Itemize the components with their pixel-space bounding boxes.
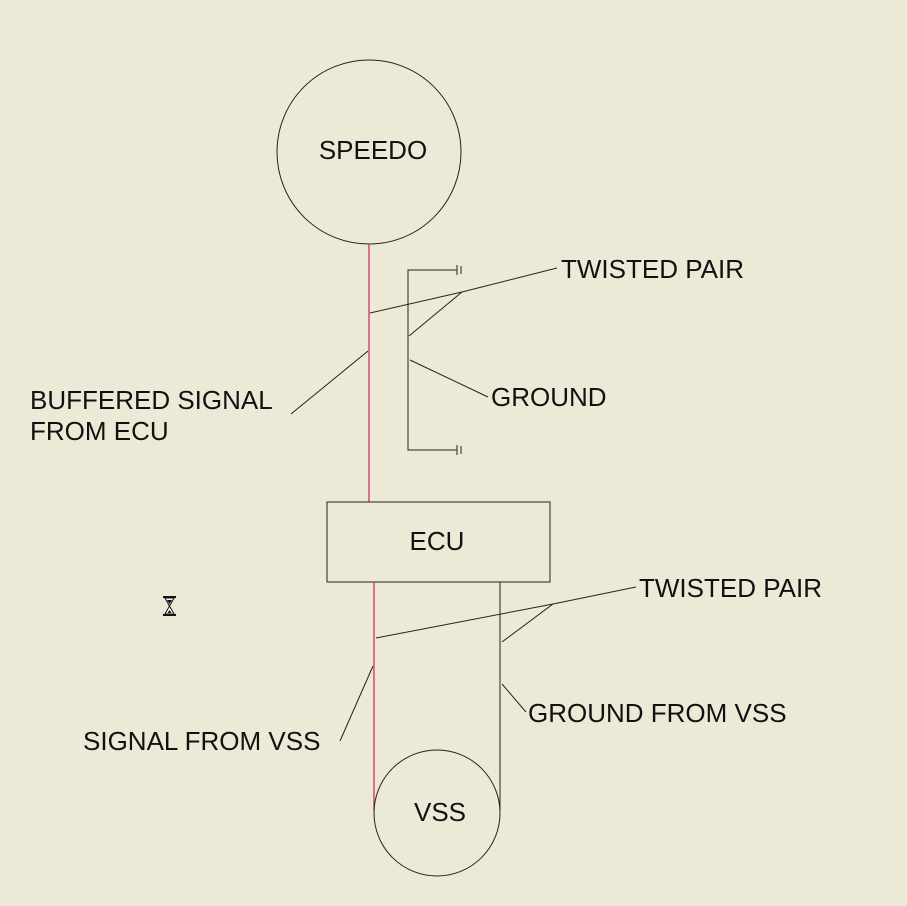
ground-symbol-bottom <box>456 445 462 455</box>
buffered-signal-label-line1: BUFFERED SIGNAL <box>30 385 273 415</box>
ground-from-vss-leader <box>501 683 527 713</box>
twisted-pair-bottom-leader-ground <box>501 603 554 643</box>
speedo-label: SPEEDO <box>319 135 427 165</box>
top-ground-wire <box>407 265 462 455</box>
ecu-box <box>326 501 551 583</box>
buffered-signal-leader <box>290 350 369 415</box>
bottom-leaders <box>339 586 637 742</box>
twisted-pair-top-leader-signal <box>369 267 558 314</box>
twisted-pair-top-label: TWISTED PAIR <box>561 254 744 284</box>
hourglass-icon <box>163 596 176 616</box>
vss-circle <box>373 749 501 877</box>
twisted-pair-bottom-leader-signal <box>375 586 637 639</box>
ecu-label: ECU <box>410 526 465 556</box>
signal-from-vss-label: SIGNAL FROM VSS <box>83 726 320 756</box>
vss-label: VSS <box>414 797 466 827</box>
speedo-node: SPEEDO <box>276 59 462 245</box>
ground-symbol-top <box>456 265 462 275</box>
ground-from-vss-label: GROUND FROM VSS <box>528 698 787 728</box>
signal-from-vss-leader <box>339 665 374 742</box>
ecu-node: ECU <box>326 501 551 583</box>
vss-node: VSS <box>373 749 501 877</box>
twisted-pair-bottom-label: TWISTED PAIR <box>639 573 822 603</box>
ground-top-label: GROUND <box>491 382 607 412</box>
top-leaders <box>290 267 558 415</box>
ground-top-leader <box>409 359 489 398</box>
twisted-pair-top-leader-ground <box>408 291 463 337</box>
buffered-signal-label-line2: FROM ECU <box>30 416 169 446</box>
